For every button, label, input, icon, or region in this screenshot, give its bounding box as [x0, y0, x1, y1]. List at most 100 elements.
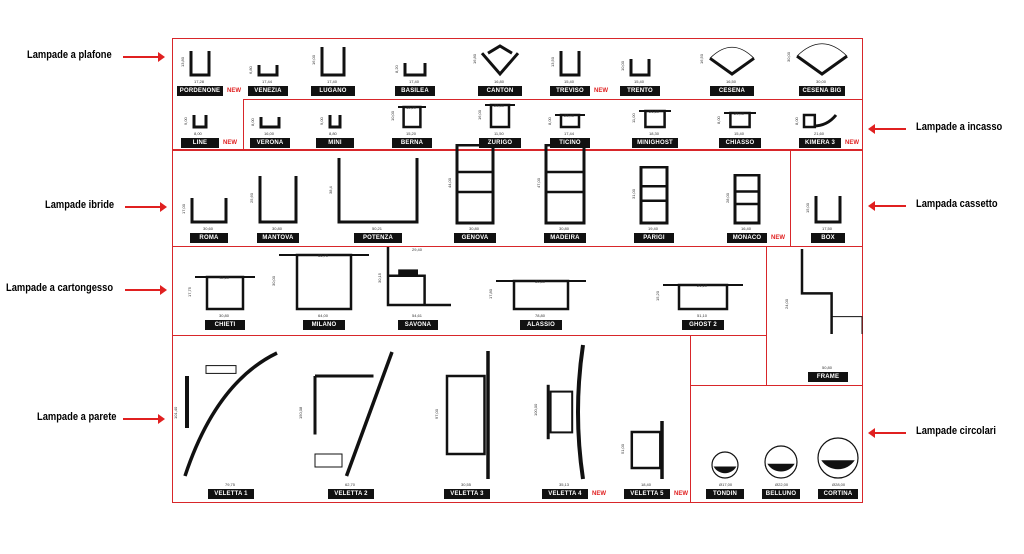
profile-name-badge: CHIASSO [719, 138, 761, 148]
profile-section-drawing: 30,00 64,00 66,70 [271, 253, 369, 318]
dimension-label: 16,40 [741, 226, 752, 231]
profile-name-badge: MINIGHOST [632, 138, 678, 148]
dimension-label: 17,50 [822, 226, 833, 231]
profile-section-drawing: 17,75 30,80 42,60 [187, 275, 255, 318]
dimension-label: 79,75 [225, 482, 236, 487]
category-label-circolari: Lampade circolari [916, 425, 997, 437]
arrow-right-icon [123, 52, 165, 62]
dimension-label: 23,40 [564, 113, 575, 118]
profile-name-badge: PARIGI [634, 233, 674, 243]
dimension-label: 42,60 [219, 275, 230, 280]
profile-name-badge: KIMERA 3 [799, 138, 841, 148]
dimension-label: 13,50 [550, 56, 555, 67]
dimension-label: 54,61 [412, 313, 423, 318]
profile-name-badge: VELETTA 5 [624, 489, 670, 499]
arrow-left-icon [868, 428, 906, 438]
profile-name-badge: TICINO [550, 138, 590, 148]
dimension-label: 50,80 [822, 365, 833, 370]
dimension-label: 30,80 [219, 313, 230, 318]
dimension-label: 30,80 [535, 279, 546, 284]
new-badge: NEW [674, 491, 688, 497]
profile-name-badge: VELETTA 3 [444, 489, 490, 499]
dimension-label: 15,00 [805, 202, 810, 213]
new-badge: NEW [227, 88, 241, 94]
profile-name-badge: VELETTA 4 [542, 489, 588, 499]
dimension-label: 6,80 [248, 65, 253, 74]
dimension-label: 30,80 [469, 226, 480, 231]
dimension-label: 21,10 [697, 283, 708, 288]
dimension-label: 30,00 [271, 275, 276, 286]
profile-section-drawing: 24,00 50,80 [784, 249, 863, 370]
profile-name-badge: GENOVA [454, 233, 496, 243]
dimension-label: 16,00 [264, 131, 275, 136]
dimension-label: 78,80 [535, 313, 546, 318]
dimension-label: 29,40 [412, 247, 423, 252]
new-badge: NEW [592, 491, 606, 497]
profile-section-drawing: Ø22,00 [764, 445, 798, 487]
dimension-label: 8,80 [329, 131, 338, 136]
dimension-label: 28,00 [725, 192, 730, 203]
dimension-label: 13,80 [180, 56, 185, 67]
dimension-label: 10,00 [620, 60, 625, 71]
dimension-label: 30,80 [559, 226, 570, 231]
dimension-label: 30,00 [786, 51, 791, 62]
profile-name-badge: BERNA [392, 138, 432, 148]
dimension-label: 10,00 [390, 110, 395, 121]
dimension-label: 30,15 [377, 272, 382, 283]
dimension-label: 30,80 [272, 226, 283, 231]
dimension-label: 17,40 [409, 79, 420, 84]
dimension-label: 47,00 [536, 177, 541, 188]
dimension-label: 17,75 [187, 286, 192, 297]
dimension-label: 150,08 [298, 406, 303, 419]
dimension-label: 21,60 [814, 131, 825, 136]
dimension-label: Ø17,00 [719, 482, 733, 487]
profile-name-badge: MANTOVA [257, 233, 299, 243]
profile-section-drawing: 9,008,80 [319, 115, 342, 136]
profile-section-drawing: 13,80 17,28 [180, 51, 211, 84]
arrow-right-icon [125, 285, 167, 295]
profile-name-badge: ALASSIO [520, 320, 562, 330]
dimension-label: 17,40 [327, 79, 338, 84]
dimension-label: 30,55 [461, 482, 472, 487]
profile-name-badge: FRAME [808, 372, 848, 382]
profile-name-badge: ZURIGO [479, 138, 521, 148]
profile-name-badge: CANTON [478, 86, 522, 96]
dimension-label: 16,00 [311, 54, 316, 65]
category-label-parete: Lampade a parete [37, 411, 117, 423]
dimension-label: 100,00 [533, 403, 538, 416]
dimension-label: 16,50 [726, 79, 737, 84]
dimension-label: 64,00 [318, 313, 329, 318]
profile-name-badge: CORTINA [818, 489, 858, 499]
category-label-cartongesso: Lampade a cartongesso [6, 282, 114, 294]
profile-name-badge: TRENTO [620, 86, 660, 96]
profile-name-badge: VENEZIA [248, 86, 288, 96]
profile-section-drawing: Ø17,00 [711, 451, 739, 487]
new-badge: NEW [594, 88, 608, 94]
dimension-label: 9,00 [183, 116, 188, 125]
dimension-label: 17,28 [194, 79, 205, 84]
dimension-label: 50,21 [372, 226, 383, 231]
profile-name-badge: GHOST 2 [682, 320, 724, 330]
dimension-label: 66,70 [318, 253, 329, 258]
dimension-label: 15,20 [655, 290, 660, 301]
arrow-left-icon [868, 201, 906, 211]
dimension-label: 24,00 [784, 298, 789, 309]
profile-name-badge: MILANO [303, 320, 345, 330]
dimension-label: 16,50 [699, 53, 704, 64]
section-empty [690, 335, 767, 386]
dimension-label: 97,00 [434, 408, 439, 419]
